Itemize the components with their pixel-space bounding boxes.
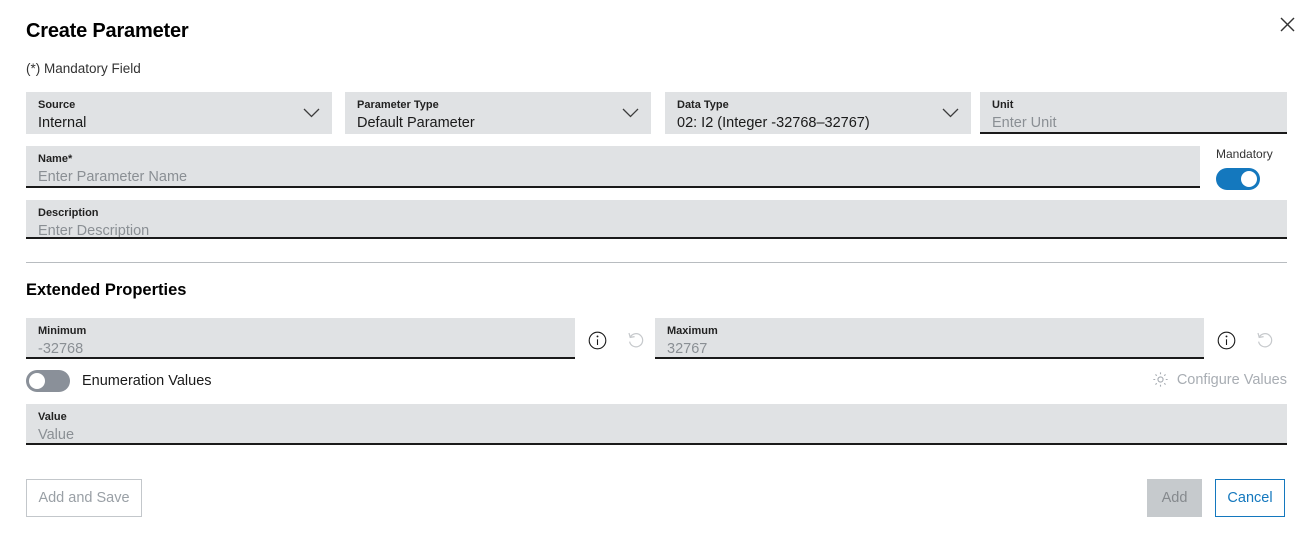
close-button[interactable] bbox=[1269, 6, 1305, 42]
maximum-info-button[interactable] bbox=[1213, 327, 1239, 353]
source-label: Source bbox=[38, 99, 76, 111]
reset-icon bbox=[626, 330, 646, 350]
toggle-knob bbox=[1241, 171, 1257, 187]
name-input[interactable]: Name* Enter Parameter Name bbox=[26, 146, 1200, 188]
maximum-reset-button bbox=[1252, 327, 1278, 353]
description-placeholder: Enter Description bbox=[38, 223, 150, 239]
configure-values-button: Configure Values bbox=[1152, 371, 1287, 388]
maximum-input[interactable]: Maximum 32767 bbox=[655, 318, 1204, 359]
maximum-placeholder: 32767 bbox=[667, 341, 708, 357]
configure-values-label: Configure Values bbox=[1176, 371, 1287, 388]
add-button[interactable]: Add bbox=[1147, 479, 1202, 517]
info-icon bbox=[588, 331, 607, 350]
info-icon bbox=[1217, 331, 1236, 350]
description-label: Description bbox=[38, 207, 99, 219]
description-input[interactable]: Description Enter Description bbox=[26, 200, 1287, 239]
enumeration-values-toggle[interactable] bbox=[26, 370, 70, 392]
gear-icon bbox=[1152, 371, 1169, 388]
parameter-type-dropdown[interactable]: Parameter Type Default Parameter bbox=[345, 92, 651, 134]
cancel-button[interactable]: Cancel bbox=[1215, 479, 1285, 517]
unit-label: Unit bbox=[992, 99, 1014, 111]
toggle-knob bbox=[29, 373, 45, 389]
extended-properties-title: Extended Properties bbox=[26, 281, 187, 299]
data-type-dropdown[interactable]: Data Type 02: I2 (Integer -32768–32767) bbox=[665, 92, 971, 134]
maximum-label: Maximum bbox=[667, 325, 718, 337]
mandatory-field-note: (*) Mandatory Field bbox=[26, 61, 141, 76]
mandatory-toggle-group: Mandatory bbox=[1216, 147, 1306, 190]
page-title: Create Parameter bbox=[26, 20, 189, 42]
minimum-label: Minimum bbox=[38, 325, 87, 337]
close-icon bbox=[1279, 16, 1296, 33]
data-type-label: Data Type bbox=[677, 99, 729, 111]
add-and-save-button[interactable]: Add and Save bbox=[26, 479, 142, 517]
name-label: Name* bbox=[38, 153, 73, 165]
minimum-info-button[interactable] bbox=[584, 327, 610, 353]
value-placeholder: Value bbox=[38, 427, 75, 443]
name-placeholder: Enter Parameter Name bbox=[38, 169, 188, 185]
mandatory-label: Mandatory bbox=[1216, 147, 1273, 161]
value-input[interactable]: Value Value bbox=[26, 404, 1287, 445]
source-dropdown[interactable]: Source Internal bbox=[26, 92, 332, 134]
parameter-type-value: Default Parameter bbox=[357, 115, 475, 131]
parameter-type-label: Parameter Type bbox=[357, 99, 439, 111]
data-type-value: 02: I2 (Integer -32768–32767) bbox=[677, 115, 870, 131]
enumeration-values-group: Enumeration Values bbox=[26, 370, 212, 392]
mandatory-toggle[interactable] bbox=[1216, 168, 1260, 190]
enumeration-values-label: Enumeration Values bbox=[82, 373, 212, 389]
source-value: Internal bbox=[38, 115, 87, 131]
section-divider bbox=[26, 262, 1287, 263]
unit-placeholder: Enter Unit bbox=[992, 115, 1057, 131]
reset-icon bbox=[1255, 330, 1275, 350]
minimum-reset-button bbox=[623, 327, 649, 353]
value-label: Value bbox=[38, 411, 67, 423]
minimum-input[interactable]: Minimum -32768 bbox=[26, 318, 575, 359]
unit-input[interactable]: Unit Enter Unit bbox=[980, 92, 1287, 134]
minimum-placeholder: -32768 bbox=[38, 341, 84, 357]
